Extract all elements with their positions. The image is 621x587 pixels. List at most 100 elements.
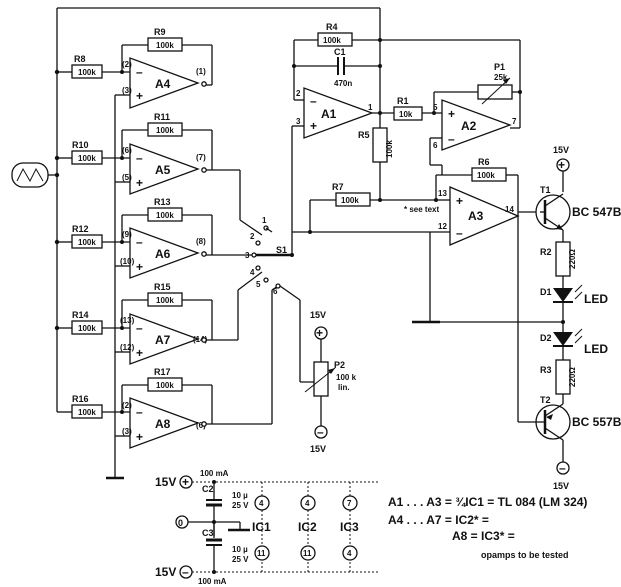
opamp-a7 xyxy=(129,313,200,365)
opamp-a3-stage: R6 100k + – A3 13 12 14 xyxy=(412,157,540,324)
power-supply-section: 15V + 100 mA C2 10 µ 25 V 0 C3 10 µ 25 V… xyxy=(155,469,380,586)
svg-text:(6): (6) xyxy=(122,146,132,155)
svg-text:(9): (9) xyxy=(122,230,132,239)
svg-text:–: – xyxy=(136,235,143,249)
svg-text:(6): (6) xyxy=(196,421,206,430)
svg-text:R10: R10 xyxy=(72,140,89,150)
svg-text:A1: A1 xyxy=(321,107,337,121)
svg-text:15V: 15V xyxy=(553,145,569,155)
opamp-a2-stage: R1 10k P1 25k + – A2 5 6 7 xyxy=(380,39,522,166)
svg-text:+: + xyxy=(456,194,463,208)
svg-text:+: + xyxy=(136,430,143,444)
svg-text:–: – xyxy=(136,321,143,335)
svg-text:LED: LED xyxy=(584,292,608,306)
s1-label: S1 xyxy=(276,245,287,255)
svg-text:BC 547B: BC 547B xyxy=(572,205,621,219)
svg-text:100k: 100k xyxy=(323,36,341,45)
svg-text:D1: D1 xyxy=(540,287,552,297)
resistor-r7-group: R7 100k * see text xyxy=(308,182,439,234)
svg-text:4: 4 xyxy=(259,499,264,508)
svg-text:4: 4 xyxy=(305,499,310,508)
svg-text:+: + xyxy=(558,158,565,172)
svg-text:0: 0 xyxy=(178,518,183,528)
svg-text:2: 2 xyxy=(250,232,255,241)
note-line-3: A8 = IC3* = xyxy=(452,529,515,543)
svg-text:25 V: 25 V xyxy=(232,555,249,564)
svg-text:1: 1 xyxy=(368,103,373,112)
svg-text:–: – xyxy=(559,461,566,475)
svg-text:+: + xyxy=(182,475,189,489)
svg-text:+: + xyxy=(136,346,143,360)
opamp-a2 xyxy=(441,99,512,151)
svg-text:100 mA: 100 mA xyxy=(198,577,227,586)
svg-text:R16: R16 xyxy=(72,394,89,404)
svg-text:IC3: IC3 xyxy=(340,520,359,534)
svg-text:100k: 100k xyxy=(156,126,174,135)
svg-text:C1: C1 xyxy=(334,47,346,57)
svg-text:C2: C2 xyxy=(202,484,214,494)
svg-text:220Ω: 220Ω xyxy=(568,249,577,269)
svg-text:2: 2 xyxy=(296,89,301,98)
svg-text:10 µ: 10 µ xyxy=(232,545,248,554)
svg-text:R2: R2 xyxy=(540,247,552,257)
svg-text:IC1: IC1 xyxy=(252,520,271,534)
svg-text:10k: 10k xyxy=(399,110,413,119)
svg-text:–: – xyxy=(310,94,317,108)
svg-text:15V: 15V xyxy=(553,481,569,491)
svg-text:7: 7 xyxy=(347,499,352,508)
svg-text:6: 6 xyxy=(273,287,278,296)
svg-text:–: – xyxy=(136,151,143,165)
svg-text:–: – xyxy=(136,405,143,419)
svg-text:220Ω: 220Ω xyxy=(568,367,577,387)
svg-text:11: 11 xyxy=(257,549,266,558)
svg-text:100k: 100k xyxy=(477,171,495,180)
svg-text:5: 5 xyxy=(433,103,438,112)
svg-text:(8): (8) xyxy=(196,237,206,246)
opamp-a6 xyxy=(129,227,200,279)
output-stage: + 15V T1 BC 547B R2 220Ω D1 LED D2 LED R… xyxy=(430,145,621,491)
svg-text:(14): (14) xyxy=(193,335,208,344)
see-text-note: * see text xyxy=(404,205,439,214)
svg-text:R1: R1 xyxy=(397,96,409,106)
svg-text:R13: R13 xyxy=(154,197,171,207)
svg-text:A6: A6 xyxy=(155,247,171,261)
svg-text:(10): (10) xyxy=(120,257,135,266)
svg-text:11: 11 xyxy=(303,549,312,558)
potentiometer-p2: 15V + – 15V P2 100 k lin. xyxy=(304,310,357,454)
svg-text:–: – xyxy=(448,132,455,146)
opamp-a1-stage: R4 100k C1 470n – + A1 2 3 1 xyxy=(291,8,394,232)
svg-text:5: 5 xyxy=(256,280,261,289)
svg-text:13: 13 xyxy=(438,189,447,198)
svg-text:R3: R3 xyxy=(540,365,552,375)
svg-text:+: + xyxy=(136,176,143,190)
svg-text:100k: 100k xyxy=(78,154,96,163)
svg-text:+: + xyxy=(310,119,317,133)
svg-text:+: + xyxy=(136,260,143,274)
note-line-1: A1 . . . A3 = ¾IC1 = TL 084 (LM 324) xyxy=(388,495,587,509)
svg-text:+: + xyxy=(448,107,455,121)
opamp-a5-stage: R10 100k R11 100k – + A5 (6) (5) (7) xyxy=(57,112,263,236)
svg-text:P1: P1 xyxy=(494,62,505,72)
svg-text:3: 3 xyxy=(245,251,250,260)
svg-text:12: 12 xyxy=(438,222,447,231)
opamp-a6-stage: R12 100k R13 100k – + A6 (9) (10) (8) xyxy=(57,197,252,279)
svg-text:A2: A2 xyxy=(461,119,477,133)
r9-label: R9 xyxy=(154,27,166,37)
r8-label: R8 xyxy=(74,54,86,64)
svg-text:–: – xyxy=(182,565,189,579)
svg-text:IC2: IC2 xyxy=(298,520,317,534)
opamp-a7-stage: R14 100k R15 100k – + A7 (13) (12) (14) xyxy=(57,271,263,365)
opamp-a4-stage: R8 100k R9 100k – + A4 (2) (3) (1) xyxy=(57,27,213,109)
svg-text:–: – xyxy=(136,65,143,79)
svg-text:(3): (3) xyxy=(122,86,132,95)
opamp-a4 xyxy=(129,57,200,109)
led-d1 xyxy=(553,288,573,302)
svg-text:100 mA: 100 mA xyxy=(200,469,229,478)
svg-text:15V: 15V xyxy=(310,444,326,454)
svg-text:D2: D2 xyxy=(540,333,552,343)
svg-text:1: 1 xyxy=(262,216,267,225)
svg-text:T1: T1 xyxy=(540,185,551,195)
svg-text:4: 4 xyxy=(250,268,255,277)
svg-text:100k: 100k xyxy=(156,211,174,220)
svg-text:25k: 25k xyxy=(494,73,508,82)
